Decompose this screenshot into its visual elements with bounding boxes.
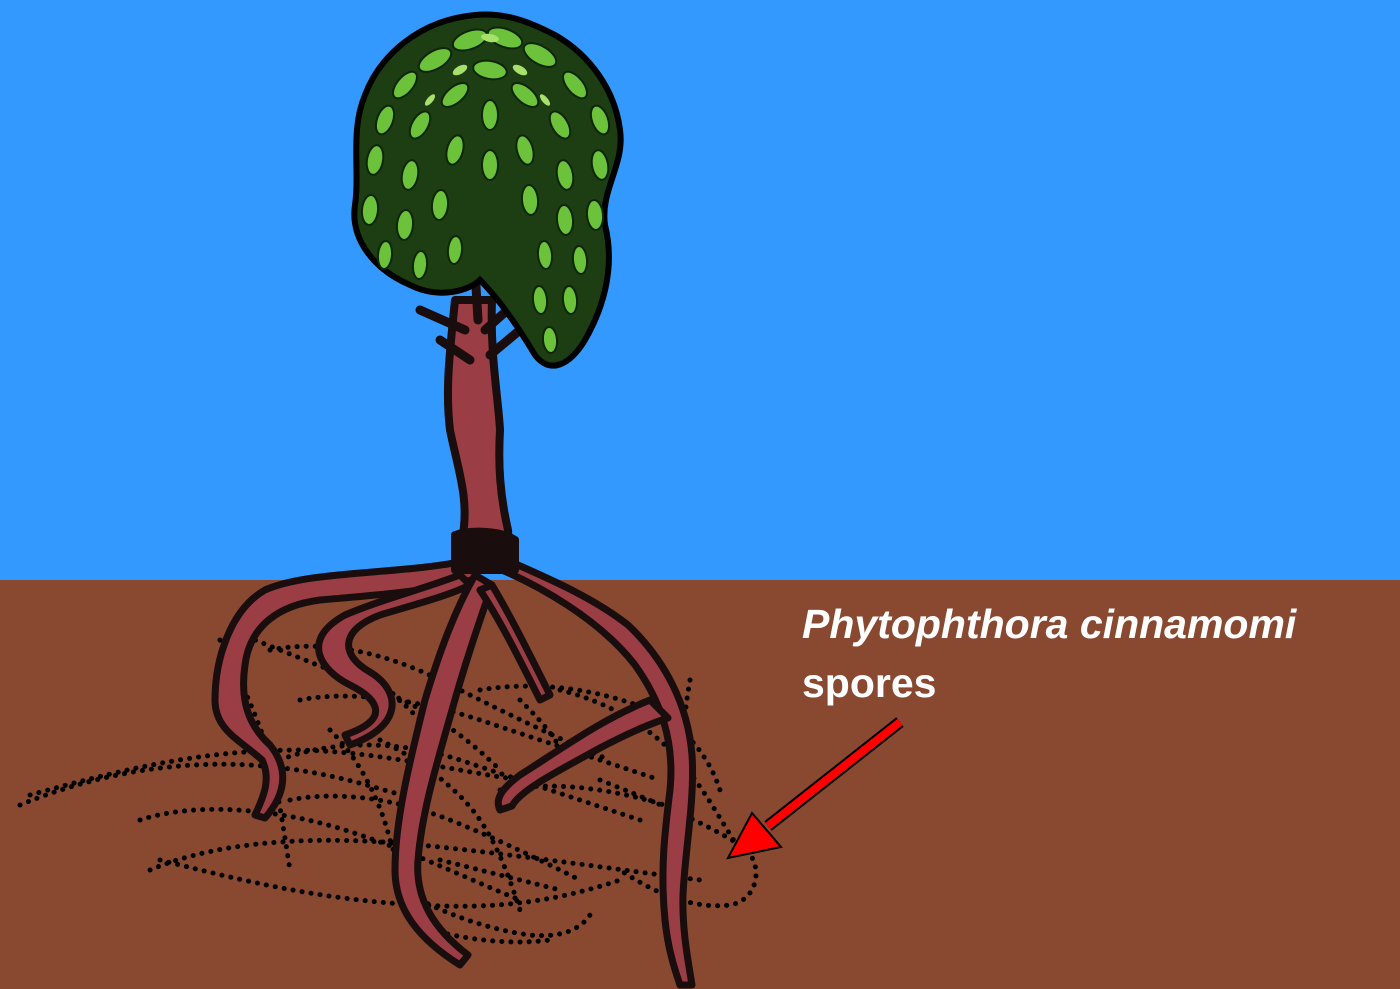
sky [0, 0, 1400, 580]
species-label: Phytophthora cinnamomi [802, 604, 1296, 645]
spores-label: spores [802, 663, 936, 704]
